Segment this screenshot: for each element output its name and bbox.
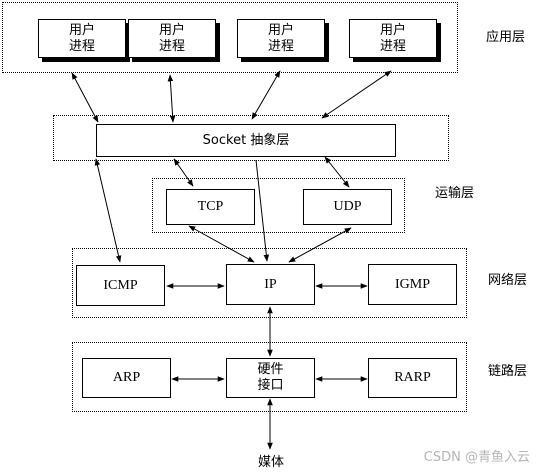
user-process-box-2: 用户 进程 xyxy=(128,19,216,58)
user-process-box-1: 用户 进程 xyxy=(38,19,126,58)
transport-layer-group xyxy=(152,178,405,233)
hardware-interface-box: 硬件 接口 xyxy=(226,358,315,398)
media-label: 媒体 xyxy=(258,455,285,470)
arrow-process2-socket xyxy=(167,74,176,123)
user-process-box-3: 用户 进程 xyxy=(237,19,325,58)
transport-layer-label: 运输层 xyxy=(435,186,475,201)
socket-abstraction-box: Socket 抽象层 xyxy=(96,124,396,157)
udp-box: UDP xyxy=(303,189,392,225)
icmp-box: ICMP xyxy=(76,265,165,306)
arrow-socket-ip xyxy=(255,159,270,262)
user-process-box-4: 用户 进程 xyxy=(349,19,437,58)
network-layer-group xyxy=(72,248,467,318)
ip-box: IP xyxy=(226,264,315,305)
arrow-udp-ip xyxy=(288,227,352,263)
arrow-socket-tcp xyxy=(173,158,194,187)
arrow-process1-socket xyxy=(71,72,99,123)
application-layer-group xyxy=(2,2,458,73)
igmp-box: IGMP xyxy=(368,264,457,305)
arrow-process3-socket xyxy=(251,70,281,120)
arp-box: ARP xyxy=(82,358,171,398)
tcp-box: TCP xyxy=(166,189,255,225)
network-layer-label: 网络层 xyxy=(488,273,528,288)
link-layer-label: 链路层 xyxy=(488,364,528,379)
rarp-box: RARP xyxy=(368,358,457,398)
arrow-process4-socket xyxy=(321,70,392,119)
arrow-socket-icmp xyxy=(94,158,122,263)
arrow-socket-udp xyxy=(324,156,350,188)
application-layer-label: 应用层 xyxy=(486,30,526,45)
csdn-watermark: CSDN @青鱼入云 xyxy=(423,450,530,465)
socket-layer-group xyxy=(53,115,449,161)
link-layer-group xyxy=(72,342,467,412)
